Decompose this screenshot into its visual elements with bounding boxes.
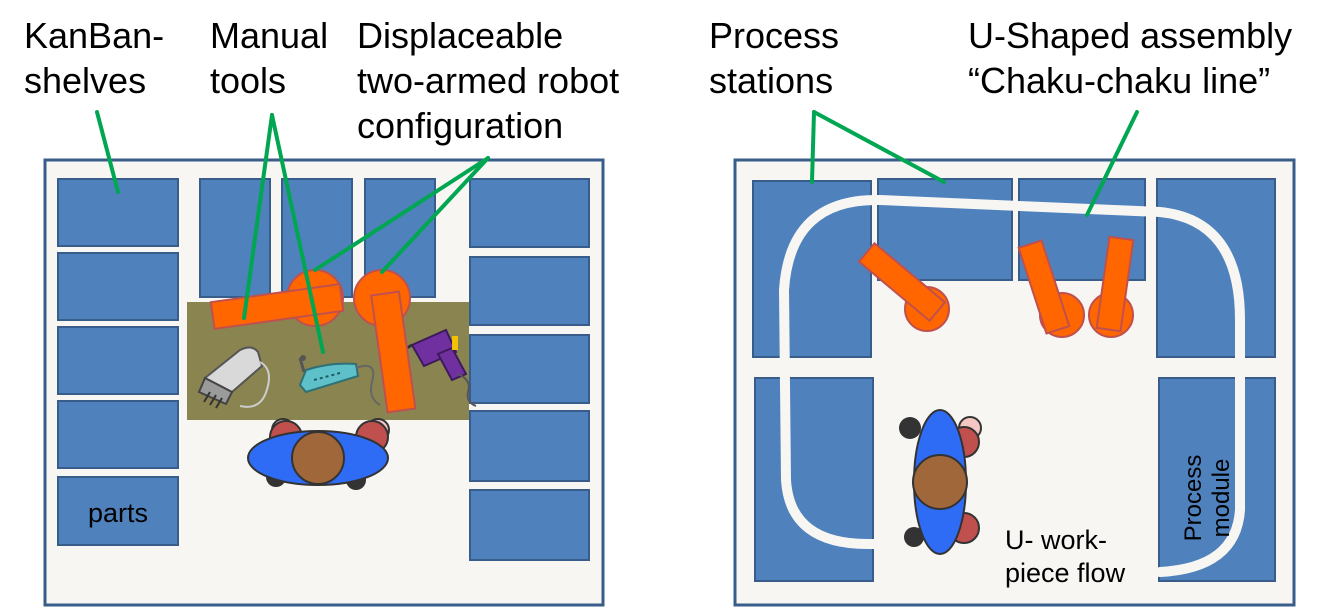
label-process-line2: stations (709, 60, 833, 101)
tool-shelf (199, 178, 271, 298)
kanban-shelf (57, 326, 179, 395)
right-leader-lines (810, 110, 1139, 217)
label-ushape-line1: U-Shaped assembly (968, 15, 1292, 56)
parts-label: parts (88, 498, 148, 528)
u-flow-label-line1: U- work- (1005, 525, 1107, 555)
shelf (469, 256, 590, 326)
label-process-line1: Process (709, 15, 839, 56)
robot-station-1 (857, 241, 950, 332)
label-manual-line2: tools (210, 60, 286, 101)
scanner-icon (197, 346, 270, 409)
right-shelves (469, 178, 590, 561)
kanban-shelf (57, 252, 179, 321)
person-topview-icon (899, 409, 982, 555)
shelf (469, 178, 590, 248)
parts-shelf (57, 476, 179, 546)
top-labels: KanBan- shelves Manual tools Displaceabl… (24, 15, 1292, 146)
robot-arm (1095, 235, 1135, 333)
u-flow-path (779, 194, 1245, 577)
right-cell-layout: Process module U- work- piece flow (733, 110, 1296, 607)
process-module (1158, 377, 1276, 582)
u-flow-label-line2: piece flow (1005, 558, 1126, 588)
shelf (469, 334, 590, 404)
label-displace-line1: Displaceable (357, 15, 563, 56)
process-station (752, 180, 872, 358)
label-displace-line2: two-armed robot (357, 60, 619, 101)
process-station (877, 178, 1013, 281)
robot-arm (1017, 239, 1071, 335)
label-kanban-line2: shelves (24, 60, 146, 101)
person-topview-icon (247, 418, 390, 490)
rotary-tool-icon (298, 355, 381, 406)
label-ushape-line2: “Chaku-chaku line” (968, 60, 1270, 101)
process-module-label-line1: Process (1180, 455, 1207, 542)
label-manual-line1: Manual (210, 15, 328, 56)
shelf (469, 489, 590, 561)
robot-arm (370, 290, 417, 414)
kanban-shelf (57, 400, 179, 469)
left-cell-layout: parts (43, 110, 605, 607)
process-station (1156, 178, 1276, 358)
label-displace-line3: configuration (357, 105, 563, 146)
process-station (754, 377, 874, 582)
label-kanban-line1: KanBan- (24, 15, 164, 56)
manual-tool-shelves (199, 178, 436, 298)
kanban-shelves: parts (57, 178, 179, 546)
process-module-label-line2: module (1208, 459, 1235, 538)
shelf (469, 410, 590, 482)
drill-icon (399, 328, 477, 407)
robot-arm (857, 241, 947, 323)
robot-station-2 (1017, 235, 1135, 338)
left-leader-lines (95, 110, 490, 354)
process-module-label: Process module (1180, 455, 1235, 542)
